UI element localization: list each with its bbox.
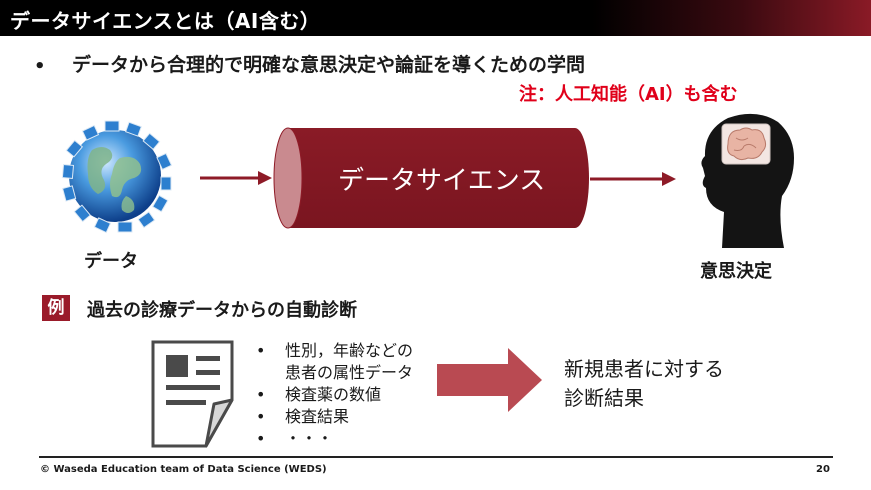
result-line: 診断結果 <box>564 386 644 410</box>
bullet-text: データから合理的で明確な意思決定や論証を導くための学問 <box>72 54 586 76</box>
pipe-label: データサイエンス <box>338 166 546 196</box>
input-arrow <box>200 171 272 185</box>
bullet-marker: • <box>34 56 46 77</box>
result-line: 新規患者に対する <box>564 357 724 381</box>
document-icon <box>151 340 234 448</box>
bullet-marker: • <box>256 341 266 360</box>
input-items-list: • 性別，年齢などの 患者の属性データ • 検査薬の数値 • 検査結果 • ・・・ <box>256 340 413 450</box>
bullet-marker: • <box>256 429 266 448</box>
list-item: • 検査結果 <box>256 406 413 428</box>
page-number: 20 <box>816 464 830 475</box>
example-title: 過去の診療データからの自動診断 <box>87 300 357 321</box>
bullet-marker <box>256 362 285 384</box>
globe-icon <box>61 120 173 234</box>
output-arrow <box>590 172 676 186</box>
footer-copyright: © Waseda Education team of Data Science … <box>40 464 327 475</box>
result-arrow <box>437 348 542 412</box>
bullet-marker: • <box>256 407 266 426</box>
head-brain-icon <box>701 113 794 248</box>
decision-label: 意思決定 <box>700 261 772 282</box>
bullet-marker: • <box>256 385 266 404</box>
diagnosis-result: 新規患者に対する 診断結果 <box>564 355 724 413</box>
list-item: • 検査薬の数値 <box>256 384 413 406</box>
footer-divider <box>39 456 833 458</box>
data-label: データ <box>84 251 138 272</box>
title-bar <box>0 0 871 36</box>
list-item: • ・・・ <box>256 428 413 450</box>
list-item-text: 検査結果 <box>285 407 350 426</box>
list-item: • 性別，年齢などの <box>256 340 413 362</box>
ai-note: 注：人工知能（AI）も含む <box>519 84 738 105</box>
list-item-text: 性別，年齢などの <box>285 341 414 360</box>
list-item-text: ・・・ <box>285 429 334 448</box>
list-item-text: 検査薬の数値 <box>285 385 382 404</box>
example-badge: 例 <box>42 295 70 321</box>
slide-title: データサイエンスとは（AI含む） <box>10 9 321 33</box>
list-item: 患者の属性データ <box>256 362 413 384</box>
data-science-pipe <box>273 127 589 229</box>
list-item-text: 患者の属性データ <box>285 363 414 382</box>
